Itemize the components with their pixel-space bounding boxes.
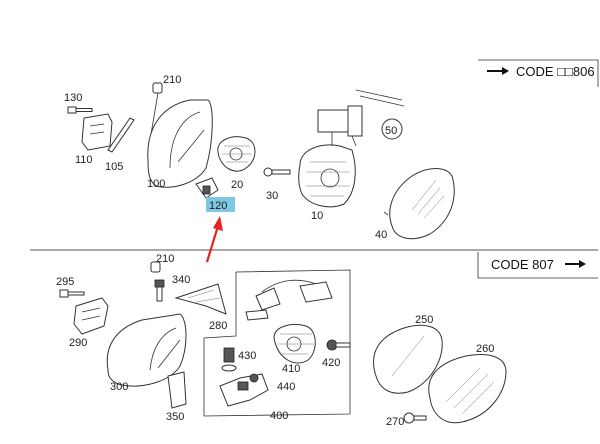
part-280-strip[interactable]: [174, 283, 227, 315]
part-400-wiring[interactable]: [245, 279, 333, 321]
part-120-connector[interactable]: [195, 177, 219, 199]
label-20: 20: [231, 179, 243, 191]
red-pointer-arrow: [205, 216, 223, 263]
label-270: 270: [386, 416, 404, 428]
label-340: 340: [172, 274, 190, 286]
part-400-group-box: [203, 269, 351, 417]
label-50: 50: [385, 125, 397, 137]
part-30-screw[interactable]: [263, 167, 291, 177]
part-350-bracket[interactable]: [167, 371, 187, 409]
code-807-label: CODE 807: [491, 257, 554, 272]
label-210-top: 210: [163, 74, 181, 86]
label-295: 295: [56, 276, 74, 288]
part-340-screw[interactable]: [154, 279, 165, 302]
label-290: 290: [69, 337, 87, 349]
part-440-bracket[interactable]: [219, 373, 269, 407]
part-105-strip[interactable]: [107, 117, 135, 153]
label-30: 30: [266, 190, 278, 202]
part-295-screw[interactable]: [59, 289, 85, 298]
part-40-mirror-glass[interactable]: [389, 168, 455, 240]
label-260: 260: [476, 343, 494, 355]
label-350: 350: [166, 411, 184, 423]
part-110-cover[interactable]: [81, 113, 113, 151]
label-280: 280: [209, 320, 227, 332]
highlight-box-120: [206, 197, 235, 212]
label-410: 410: [282, 363, 300, 375]
label-430: 430: [238, 350, 256, 362]
label-10: 10: [311, 210, 323, 222]
part-290-cover[interactable]: [73, 297, 109, 335]
part-430-pin[interactable]: [221, 347, 237, 372]
part-260-mirror-glass[interactable]: [428, 354, 507, 424]
label-210-bottom: 210: [156, 253, 174, 265]
label-300: 300: [110, 381, 128, 393]
part-250-mirror-glass[interactable]: [373, 324, 443, 394]
code-806-label: CODE □□806: [516, 64, 595, 79]
part-300-housing[interactable]: [106, 313, 187, 387]
label-120: 120: [209, 200, 227, 212]
part-270-screw[interactable]: [403, 412, 427, 424]
label-440: 440: [277, 381, 295, 393]
part-100-housing[interactable]: [147, 99, 213, 188]
part-410-motor[interactable]: [273, 324, 316, 364]
label-130: 130: [64, 92, 82, 104]
part-20-actuator[interactable]: [217, 136, 256, 172]
part-210-bulb[interactable]: [152, 82, 163, 94]
part-420-screw[interactable]: [326, 339, 351, 351]
part-130-screw[interactable]: [67, 106, 93, 114]
label-250: 250: [415, 314, 433, 326]
label-100: 100: [147, 178, 165, 190]
label-420: 420: [322, 357, 340, 369]
part-10-motor-assembly[interactable]: [298, 144, 356, 208]
part-210-bulb-bottom[interactable]: [150, 261, 161, 273]
label-110: 110: [75, 154, 93, 166]
code-806-box: CODE □□806: [478, 59, 599, 87]
label-400: 400: [270, 410, 288, 422]
code-807-box: CODE 807: [477, 252, 598, 279]
label-40: 40: [375, 229, 387, 241]
part-50-harness[interactable]: [317, 89, 405, 147]
label-105: 105: [105, 161, 123, 173]
